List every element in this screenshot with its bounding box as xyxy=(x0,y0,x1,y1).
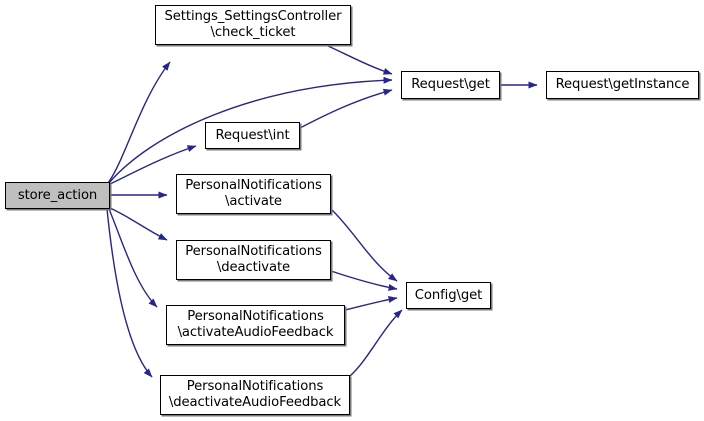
node-store_action[interactable]: store_action xyxy=(5,182,110,209)
node-check_ticket[interactable]: Settings_SettingsController \check_ticke… xyxy=(155,5,351,45)
node-request_get[interactable]: Request\get xyxy=(401,71,500,99)
node-label-pn_activate: PersonalNotifications \activate xyxy=(185,178,322,209)
node-label-request_getinstance: Request\getInstance xyxy=(555,77,690,92)
call-edge-request_int-to-request_get xyxy=(299,88,393,129)
node-label-pn_activate_audio: PersonalNotifications \activateAudioFeed… xyxy=(177,309,334,340)
call-edge-store_action-to-pn_deactivate xyxy=(109,207,168,241)
call-edge-pn_deactivate_audio-to-config_get xyxy=(349,309,403,377)
call-edge-pn_deactivate-to-config_get xyxy=(330,270,398,291)
call-edge-pn_activate-to-config_get xyxy=(330,208,398,282)
node-config_get[interactable]: Config\get xyxy=(406,282,491,309)
node-request_getinstance[interactable]: Request\getInstance xyxy=(546,71,699,99)
node-label-request_get: Request\get xyxy=(411,77,490,92)
node-label-check_ticket: Settings_SettingsController \check_ticke… xyxy=(164,9,342,40)
call-edge-check_ticket-to-request_get xyxy=(327,45,393,75)
node-pn_activate_audio[interactable]: PersonalNotifications \activateAudioFeed… xyxy=(166,305,345,345)
node-request_int[interactable]: Request\int xyxy=(205,122,300,149)
node-pn_activate[interactable]: PersonalNotifications \activate xyxy=(176,174,331,214)
call-edge-pn_activate_audio-to-config_get xyxy=(344,296,398,311)
node-label-request_int: Request\int xyxy=(215,127,290,143)
node-label-store_action: store_action xyxy=(17,187,98,203)
node-pn_deactivate_audio[interactable]: PersonalNotifications \deactivateAudioFe… xyxy=(160,375,350,415)
node-pn_deactivate[interactable]: PersonalNotifications \deactivate xyxy=(176,240,331,280)
call-edge-store_action-to-check_ticket xyxy=(107,61,171,184)
node-label-config_get: Config\get xyxy=(414,287,483,303)
call-edge-store_action-to-pn_deactivate_audio xyxy=(106,208,153,378)
node-label-pn_deactivate_audio: PersonalNotifications \deactivateAudioFe… xyxy=(168,379,342,410)
node-label-pn_deactivate: PersonalNotifications \deactivate xyxy=(185,244,322,275)
call-edge-store_action-to-pn_activate_audio xyxy=(108,208,158,308)
